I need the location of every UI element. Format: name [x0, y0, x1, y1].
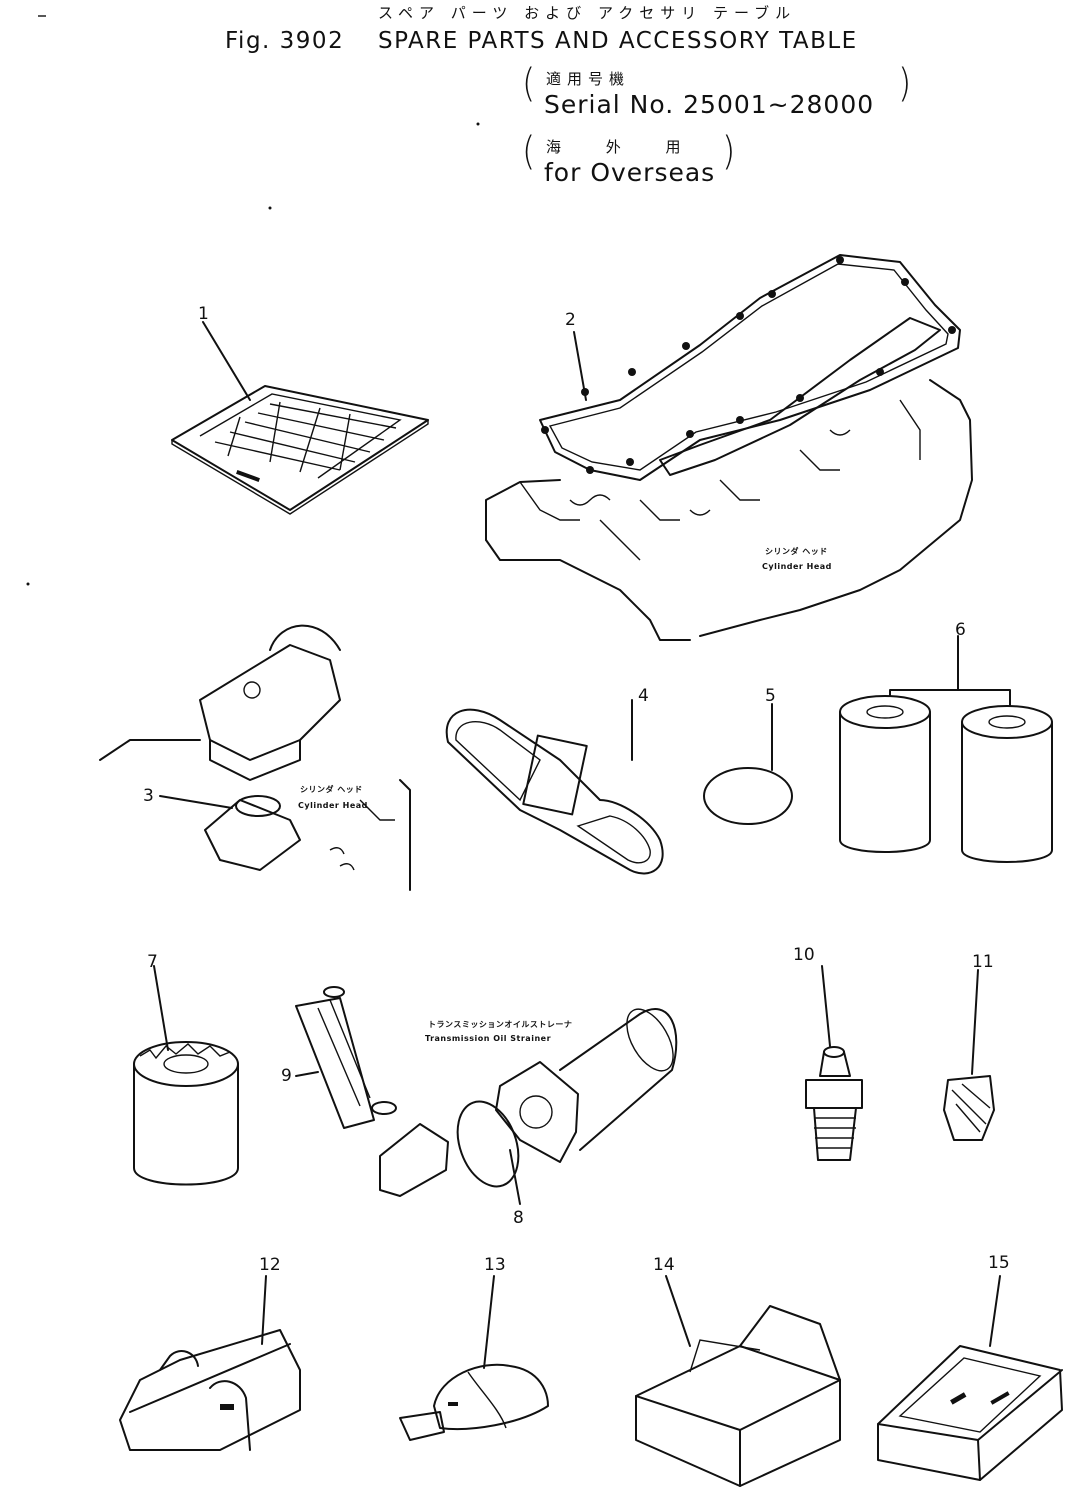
callout-11: 11	[972, 952, 994, 972]
cap	[399, 1275, 549, 1441]
callout-4: 4	[638, 686, 649, 706]
destination: for Overseas	[544, 158, 716, 187]
destination-japanese: 海 外 用	[546, 138, 701, 156]
paren-open-destination: (	[522, 129, 536, 175]
transmission-oil-strainer	[295, 986, 678, 1205]
filter-wrench	[445, 699, 664, 875]
callout-5: 5	[765, 686, 776, 706]
callout-8: 8	[513, 1208, 524, 1228]
o-ring	[703, 703, 793, 825]
callout-9: 9	[281, 1066, 292, 1086]
cylinder-head-gasket	[539, 254, 961, 481]
callout-7: 7	[147, 952, 158, 972]
grease-fitting	[805, 965, 863, 1161]
callout-10: 10	[793, 945, 815, 965]
thermostat-housing	[99, 624, 411, 891]
callout-14: 14	[653, 1255, 675, 1275]
filter-elements	[839, 635, 1053, 863]
cylinder-head-label-2: Cylinder Head	[298, 801, 368, 810]
tool-box	[877, 1275, 1063, 1481]
box	[635, 1275, 841, 1487]
strainer-label-jp: トランスミッションオイルストレーナ	[428, 1020, 573, 1029]
callout-6: 6	[955, 620, 966, 640]
paren-close-destination: )	[722, 129, 736, 175]
cylinder-head-label-jp-2: シリンダ ヘッド	[300, 785, 363, 794]
paren-open-serial: (	[522, 61, 536, 107]
callout-13: 13	[484, 1255, 506, 1275]
serial-label-japanese: 適用号機	[546, 70, 631, 88]
callout-15: 15	[988, 1253, 1010, 1273]
tool-bag	[119, 1275, 301, 1451]
callout-1: 1	[198, 304, 209, 324]
callout-2: 2	[565, 310, 576, 330]
cylinder-head-label-jp-1: シリンダ ヘッド	[765, 547, 828, 556]
spin-on-filter	[133, 965, 239, 1186]
strainer-label: Transmission Oil Strainer	[425, 1034, 552, 1043]
cylinder-head-block	[485, 379, 973, 641]
callout-12: 12	[259, 1255, 281, 1275]
parts-table-booklet	[171, 321, 429, 515]
cylinder-head-label-1: Cylinder Head	[762, 562, 832, 571]
plug	[943, 969, 995, 1141]
page-title: SPARE PARTS AND ACCESSORY TABLE	[378, 28, 858, 54]
callout-3: 3	[143, 786, 154, 806]
figure-number: Fig. 3902	[225, 28, 345, 54]
paren-close-serial: )	[898, 61, 912, 107]
title-japanese: スペア パーツ および アクセサリ テーブル	[378, 4, 797, 22]
serial-range: Serial No. 25001~28000	[544, 90, 875, 119]
